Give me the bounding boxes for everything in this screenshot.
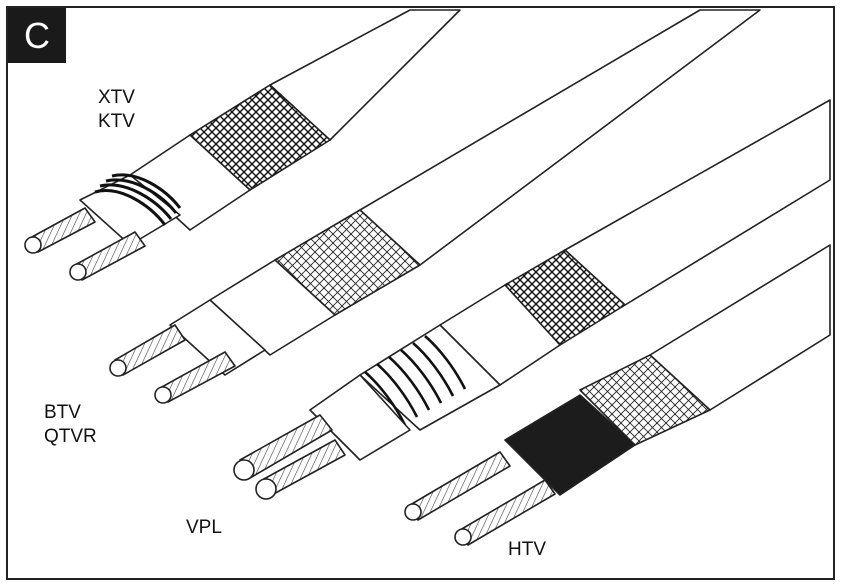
wrap-section [359,324,501,431]
cable-label-group-1: XTV KTV [98,86,135,134]
figure-frame [6,6,835,580]
dark-sheath [504,394,636,496]
core [309,374,411,461]
core [169,299,266,376]
wire-wrap [364,335,467,426]
core [79,174,181,246]
cable-label: HTV [508,539,546,560]
cable-label: QTVR [44,426,97,447]
cable-btv-qtvr [109,9,761,404]
cable-label: VPL [186,517,222,538]
cable-label: KTV [98,111,135,132]
conductor-2 [459,479,556,546]
cable-label-group-3: VPL [186,516,222,540]
panel-letter-badge: C [8,8,66,63]
cable-htv [404,244,831,546]
wire-wrap [94,173,182,226]
cable-vpl [233,99,831,500]
cable-label: BTV [44,402,81,423]
cable-label-group-4: HTV [508,538,546,562]
cable-xtv-ktv [24,9,461,281]
cable-label-group-2: BTV QTVR [44,401,97,449]
braid-layer [579,354,711,446]
cable-label: XTV [98,87,135,108]
